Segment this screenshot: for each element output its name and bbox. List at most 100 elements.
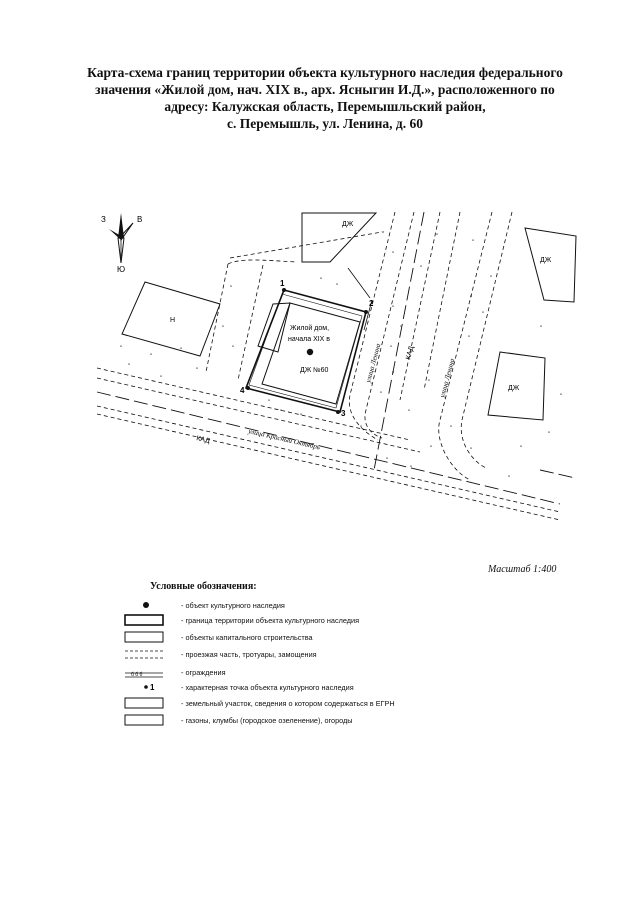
svg-text:": " <box>400 326 402 332</box>
svg-text:": " <box>160 376 162 382</box>
svg-text:": " <box>360 426 362 432</box>
compass-e-label: В <box>137 215 142 224</box>
legend-item-heritage-object: - объект культурного наследия <box>125 599 505 613</box>
street-krasny-oktyabr-label: улица Красный Октябрь <box>247 427 321 452</box>
legend-text: - объект культурного наследия <box>181 601 285 610</box>
svg-text:": " <box>336 284 338 290</box>
svg-text:": " <box>450 426 452 432</box>
svg-text:": " <box>120 346 122 352</box>
house-number-label: ДЖ №60 <box>300 367 329 374</box>
svg-text:": " <box>392 306 394 312</box>
svg-text:": " <box>436 234 438 240</box>
title-line-4: с. Перемышль, ул. Ленина, д. 60 <box>227 116 423 131</box>
building-label-left: Н <box>170 317 175 324</box>
scale-label: Масштаб 1:400 <box>488 564 557 575</box>
legend-item-boundary: - граница территории объекта культурного… <box>125 614 505 628</box>
point-3-icon <box>336 410 340 414</box>
svg-text:": " <box>430 446 432 452</box>
svg-text:": " <box>428 380 430 386</box>
svg-text:": " <box>386 458 388 464</box>
building-right <box>487 351 546 421</box>
svg-text:": " <box>320 278 322 284</box>
legend-text: - газоны, клумбы (городское озеленение),… <box>181 716 353 725</box>
compass-w-label: З <box>101 215 106 224</box>
legend-point-symbol-label: 1 <box>150 683 155 692</box>
svg-text:": " <box>268 400 270 406</box>
street-lenina-label-1: улица Ленина <box>364 342 382 384</box>
legend-text: - граница территории объекта культурного… <box>181 616 360 625</box>
street-lenina-label-2: улица Ленина <box>438 357 456 399</box>
svg-text:": " <box>128 364 130 370</box>
legend-item-land-plot: - земельный участок, сведения о котором … <box>125 697 505 711</box>
svg-text:": " <box>280 410 282 416</box>
compass-icon: З В Ю <box>101 213 142 274</box>
point-2-icon <box>364 310 368 314</box>
svg-text:": " <box>180 348 182 354</box>
building-top <box>301 212 378 263</box>
svg-text:": " <box>150 354 152 360</box>
svg-text:": " <box>468 336 470 342</box>
legend-item-lawn: - газоны, клумбы (городское озеленение),… <box>125 714 505 728</box>
point-label-4: 4 <box>240 386 245 395</box>
legend-text: - характерная точка объекта культурного … <box>181 683 354 692</box>
point-label-1: 1 <box>280 279 285 288</box>
svg-text:": " <box>472 240 474 246</box>
legend-item-point: - характерная точка объекта культурного … <box>125 681 505 695</box>
fence-line <box>347 267 373 331</box>
svg-text:": " <box>420 266 422 272</box>
legend-title: Условные обозначения: <box>150 581 257 592</box>
building-right-top <box>524 227 577 303</box>
svg-text:": " <box>410 466 412 472</box>
svg-text:": " <box>508 476 510 482</box>
building-left <box>121 281 221 357</box>
map-title: Карта-схема границ территории объекта ку… <box>40 64 610 132</box>
legend-text: - ограждения <box>181 668 226 677</box>
svg-text:": " <box>470 296 472 302</box>
svg-text:": " <box>520 446 522 452</box>
point-4-icon <box>246 386 250 390</box>
point-label-3: 3 <box>341 409 346 418</box>
svg-text:": " <box>196 368 198 374</box>
svg-text:б б б: б б б <box>131 672 143 678</box>
svg-text:": " <box>560 394 562 400</box>
legend-item-fence: - ограждения <box>125 666 505 680</box>
compass-s-label: Ю <box>117 265 125 274</box>
title-line-2: значения «Жилой дом, нач. XIX в., арх. Я… <box>95 82 555 97</box>
svg-text:": " <box>380 392 382 398</box>
svg-text:": " <box>540 326 542 332</box>
building-label-right: ДЖ <box>508 385 520 392</box>
svg-text:": " <box>548 432 550 438</box>
heritage-building <box>261 302 361 405</box>
legend-item-roadway: - проезжая часть, тротуары, замощения <box>125 648 505 662</box>
svg-text:": " <box>222 326 224 332</box>
svg-text:": " <box>230 286 232 292</box>
svg-text:": " <box>392 252 394 258</box>
legend-item-capital-building: - объекты капитального строительства <box>125 631 505 645</box>
point-1-icon <box>282 288 286 292</box>
lawn-marks: " " " " " " " " " " " " " " " " " " " " " " " " " " " " " "… <box>120 234 562 482</box>
heritage-boundary <box>244 289 367 413</box>
building-label-right-top: ДЖ <box>540 257 552 264</box>
svg-text:": " <box>300 414 302 420</box>
building-label-top: ДЖ <box>342 221 354 228</box>
heritage-building-annex <box>257 302 291 353</box>
legend-text: - проезжая часть, тротуары, замощения <box>181 650 317 659</box>
legend-symbols: б б б 1 <box>124 602 164 726</box>
object-label-2: начала XIX в <box>288 336 330 343</box>
legend-text: - объекты капитального строительства <box>181 633 313 642</box>
svg-text:": " <box>470 448 472 454</box>
object-label-1: Жилой дом, <box>290 324 329 332</box>
road-code-label-2: КАД <box>196 435 211 445</box>
title-line-3: адресу: Калужская область, Перемышльский… <box>164 99 486 114</box>
title-line-1: Карта-схема границ территории объекта ку… <box>87 65 563 80</box>
svg-text:": " <box>232 346 234 352</box>
heritage-object-icon <box>306 348 314 356</box>
svg-text:": " <box>408 410 410 416</box>
svg-text:": " <box>490 276 492 282</box>
svg-text:": " <box>390 346 392 352</box>
point-label-2: 2 <box>369 299 374 308</box>
legend-text: - земельный участок, сведения о котором … <box>181 699 395 708</box>
road-centerlines <box>96 211 576 505</box>
road-code-label-1: КАД <box>405 345 415 360</box>
svg-text:": " <box>392 372 394 378</box>
